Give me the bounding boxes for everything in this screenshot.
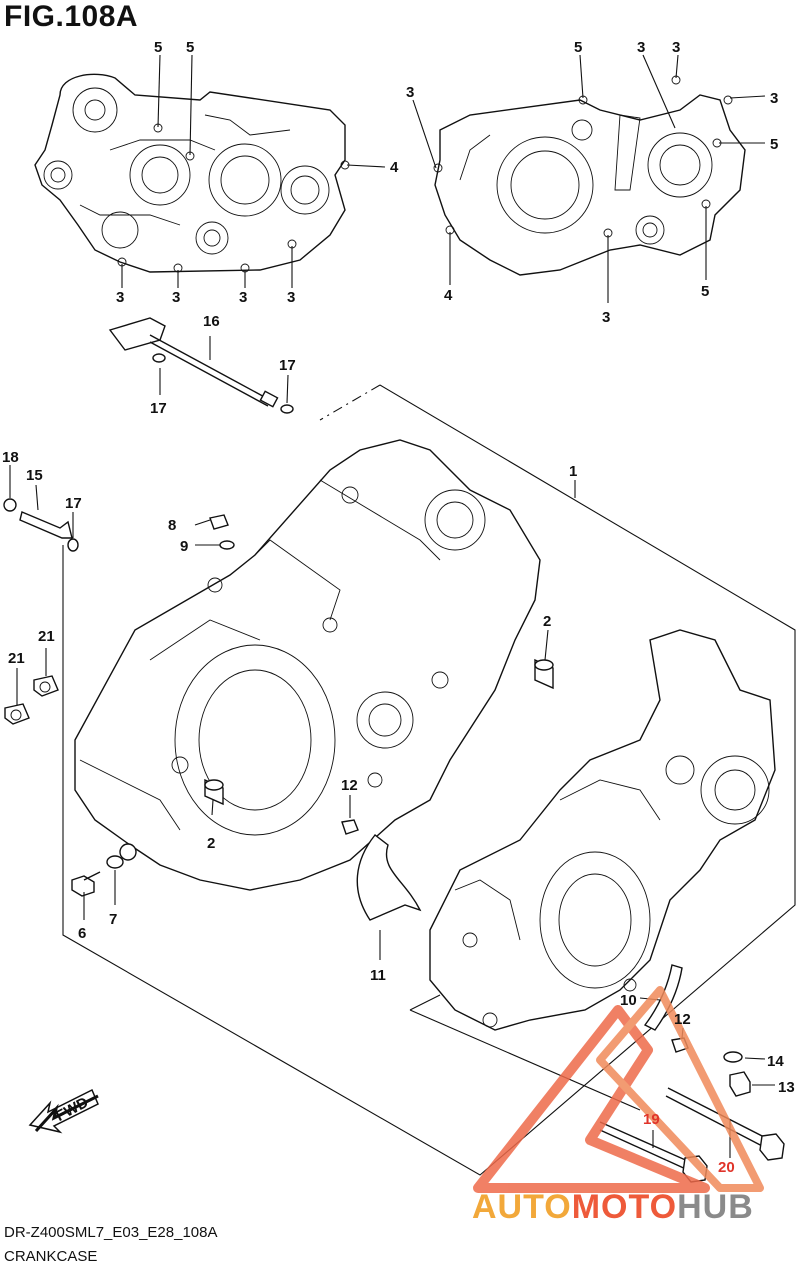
long-bolts-19-20 bbox=[599, 1087, 785, 1183]
callout-3: 3 bbox=[602, 309, 610, 326]
watermark-moto: MOTO bbox=[571, 1188, 678, 1226]
callout-8: 8 bbox=[168, 517, 176, 534]
callout-18: 18 bbox=[2, 449, 19, 466]
callout-4: 4 bbox=[390, 159, 399, 176]
callout-5: 5 bbox=[574, 39, 582, 56]
callout-5: 5 bbox=[701, 283, 709, 300]
crankcase-top-right-view bbox=[433, 75, 746, 276]
callout-11: 11 bbox=[370, 967, 386, 984]
callout-17: 17 bbox=[65, 495, 82, 512]
crankcase-half-left bbox=[429, 629, 776, 1031]
pipe-15-and-orings bbox=[3, 498, 79, 552]
callout-5: 5 bbox=[154, 39, 162, 56]
figure-code: DR-Z400SML7_E03_E28_108A bbox=[4, 1224, 218, 1241]
callout-3: 3 bbox=[406, 84, 414, 101]
callout-19: 19 bbox=[643, 1111, 660, 1128]
watermark-brand: AUTOMOTOHUB bbox=[472, 1188, 754, 1227]
callout-21: 21 bbox=[8, 650, 25, 667]
top-leader-lines bbox=[121, 54, 766, 303]
callout-9: 9 bbox=[180, 538, 188, 555]
callout-labels: 5 5 4 3 3 3 3 5 3 3 3 3 5 4 5 3 16 17 17… bbox=[2, 39, 795, 1176]
callout-13: 13 bbox=[778, 1079, 795, 1096]
callout-3: 3 bbox=[116, 289, 124, 306]
plug-8-washer-9 bbox=[209, 514, 235, 550]
watermark-auto: AUTO bbox=[472, 1188, 572, 1226]
callout-3: 3 bbox=[637, 39, 645, 56]
bolt-6-washer-7 bbox=[71, 843, 137, 897]
callout-2: 2 bbox=[543, 613, 551, 630]
callout-3: 3 bbox=[239, 289, 247, 306]
watermark-logo-triangle bbox=[473, 986, 764, 1193]
callout-5: 5 bbox=[186, 39, 194, 56]
callout-17: 17 bbox=[279, 357, 296, 374]
oil-gallery-pipe-16 bbox=[108, 317, 294, 414]
callout-17: 17 bbox=[150, 400, 167, 417]
figure-name: CRANKCASE bbox=[4, 1248, 98, 1265]
callout-10: 10 bbox=[620, 992, 637, 1009]
dowel-pins bbox=[204, 658, 554, 806]
callout-7: 7 bbox=[109, 911, 117, 928]
callout-14: 14 bbox=[767, 1053, 784, 1070]
drain-plug-13-gasket-14 bbox=[723, 1051, 751, 1097]
callout-4: 4 bbox=[444, 287, 453, 304]
main-leader-lines bbox=[9, 336, 775, 1158]
washers-21 bbox=[4, 675, 59, 725]
fwd-arrow-icon: FWD bbox=[28, 1088, 99, 1134]
callout-3: 3 bbox=[172, 289, 180, 306]
callout-21: 21 bbox=[38, 628, 55, 645]
callout-5: 5 bbox=[770, 136, 778, 153]
guide-11 bbox=[356, 834, 422, 921]
callout-3: 3 bbox=[770, 90, 778, 107]
callout-3: 3 bbox=[287, 289, 295, 306]
callout-20: 20 bbox=[718, 1159, 735, 1176]
figure-title: FIG.108A bbox=[4, 0, 139, 33]
callout-16: 16 bbox=[203, 313, 220, 330]
fwd-label: FWD bbox=[53, 1094, 91, 1125]
crankcase-half-right bbox=[74, 439, 541, 891]
callout-6: 6 bbox=[78, 925, 86, 942]
callout-12: 12 bbox=[674, 1011, 691, 1028]
callout-15: 15 bbox=[26, 467, 43, 484]
crankcase-top-left-view bbox=[34, 73, 350, 273]
callout-2: 2 bbox=[207, 835, 215, 852]
watermark-hub: HUB bbox=[677, 1188, 754, 1226]
callout-3: 3 bbox=[672, 39, 680, 56]
callout-12: 12 bbox=[341, 777, 358, 794]
callout-1: 1 bbox=[569, 463, 577, 480]
